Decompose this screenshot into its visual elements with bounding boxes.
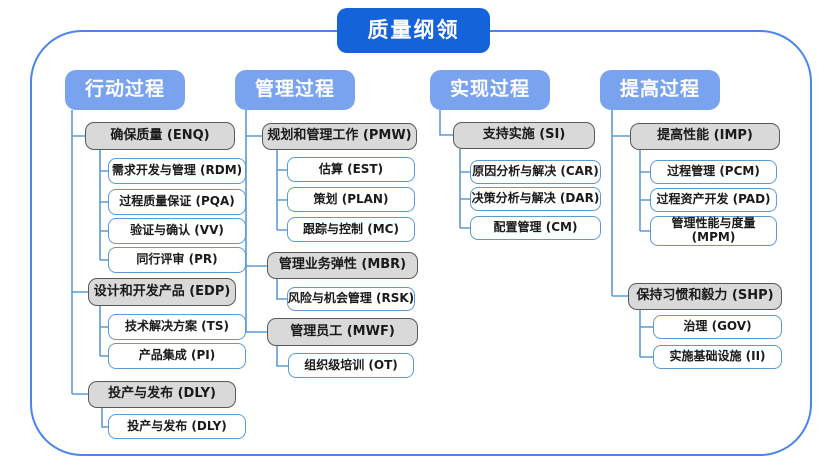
node-rsk: 风险与机会管理 (RSK) (287, 287, 415, 311)
connector-col2-spine (245, 110, 267, 333)
node-cm: 配置管理 (CM) (470, 216, 601, 240)
node-car: 原因分析与解决 (CAR) (470, 160, 601, 184)
node-mbr: 管理业务弹性 (MBR) (267, 252, 418, 279)
node-dly-sub: 投产与发布 (DLY) (108, 414, 246, 439)
node-dar: 决策分析与解决 (DAR) (470, 187, 601, 211)
connector-col1-spine (71, 110, 88, 395)
node-mc: 跟踪与控制 (MC) (287, 217, 415, 242)
connector-col3-spine (439, 110, 453, 136)
node-ts: 技术解决方案 (TS) (108, 314, 246, 340)
node-pad: 过程资产开发 (PAD) (650, 188, 777, 212)
connector-col2-mbr (276, 279, 287, 300)
node-pr: 同行评审 (PR) (108, 247, 246, 273)
node-vv: 验证与确认 (VV) (108, 218, 246, 244)
node-mwf: 管理员工 (MWF) (267, 318, 418, 346)
column-header-implementation-process: 实现过程 (430, 70, 550, 110)
connector-col2-pmw (276, 150, 287, 231)
node-edp: 设计和开发产品 (EDP) (88, 278, 236, 306)
node-dly: 投产与发布 (DLY) (88, 381, 236, 408)
connector-col3-si (459, 149, 470, 229)
connector-col1-enq (99, 150, 108, 261)
node-pmw: 规划和管理工作 (PMW) (262, 123, 417, 150)
diagram-title: 质量纲领 (337, 8, 490, 53)
node-mpm: 管理性能与度量 (MPM) (650, 216, 777, 246)
node-pqa: 过程质量保证 (PQA) (108, 189, 246, 215)
connector-col4-spine (611, 110, 630, 297)
connector-col4-imp (639, 150, 650, 232)
node-gov: 治理 (GOV) (653, 315, 782, 339)
node-plan: 策划 (PLAN) (287, 187, 415, 212)
node-pcm: 过程管理 (PCM) (650, 160, 777, 184)
node-shp: 保持习惯和毅力 (SHP) (628, 283, 782, 310)
node-pi: 产品集成 (PI) (108, 343, 246, 369)
column-header-improvement-process: 提高过程 (600, 70, 720, 110)
node-imp: 提高性能 (IMP) (630, 123, 780, 150)
connector-col4-shp (639, 310, 653, 358)
column-header-action-process: 行动过程 (65, 70, 185, 110)
node-si: 支持实施 (SI) (453, 122, 595, 149)
connector-col1-dly (101, 408, 108, 428)
node-est: 估算 (EST) (287, 157, 415, 182)
node-ot: 组织级培训 (OT) (288, 353, 414, 378)
connector-col1-edp (99, 306, 108, 357)
column-header-management-process: 管理过程 (235, 70, 355, 110)
node-enq: 确保质量 (ENQ) (85, 122, 235, 150)
node-ii: 实施基础设施 (II) (653, 345, 782, 369)
connector-col2-mwf (276, 346, 288, 367)
node-rdm: 需求开发与管理 (RDM) (108, 158, 246, 184)
